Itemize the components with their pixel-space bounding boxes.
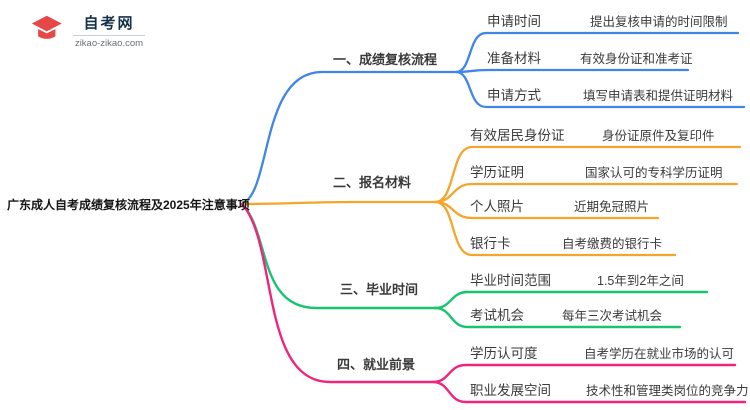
branch-2-child-1: 有效居民身份证 [470, 128, 565, 143]
branch-1-detail-2: 有效身份证和准考证 [580, 52, 693, 66]
branch-2-row-1-line [433, 145, 742, 204]
branch-2-row-4-line [433, 200, 677, 257]
logo-cap-base [36, 27, 57, 41]
branch-4-detail-1: 自考学历在就业市场的认可 [584, 347, 735, 361]
graduation-cap-logo-icon [29, 14, 65, 49]
branch-4-label: 四、就业前景 [337, 357, 416, 372]
site-logo: 自考网 zikao-zikao.com [26, 12, 145, 52]
branch-1-detail-1: 提出复核申请的时间限制 [590, 15, 728, 29]
branch-1-child-3: 申请方式 [487, 88, 541, 103]
site-url: zikao-zikao.com [74, 38, 144, 49]
branch-3-detail-1: 1.5年到2年之间 [597, 274, 684, 288]
branch-1-lines [240, 31, 746, 206]
logo-text: 自考网 zikao-zikao.com [73, 15, 145, 49]
branch-1-connector [240, 70, 458, 206]
branch-4-row-1-line [431, 363, 737, 384]
branch-1-child-1: 申请时间 [487, 14, 541, 29]
branch-1-row-3-line [454, 70, 746, 109]
branch-4-row-2-line [431, 380, 747, 404]
branch-1-row-1-line [454, 31, 740, 74]
branch-4-detail-2: 技术性和管理类岗位的竞争力 [586, 384, 749, 398]
branch-4-connector [240, 202, 435, 384]
branch-3-child-1: 毕业时间范围 [470, 273, 551, 288]
branch-2-detail-3: 近期免冠照片 [574, 200, 650, 214]
branch-1-label: 一、成绩复核流程 [333, 52, 438, 67]
site-name: 自考网 [83, 15, 135, 32]
branch-2-label: 二、报名材料 [333, 175, 412, 190]
branch-2-connector [240, 200, 437, 206]
branch-1-detail-3: 填写申请表和提供证明材料 [583, 89, 734, 103]
branch-3-row-1-line [433, 290, 709, 310]
branch-2-child-3: 个人照片 [470, 199, 524, 214]
branch-4-child-1: 学历认可度 [470, 346, 538, 361]
branch-1-child-2: 准备材料 [487, 51, 541, 66]
branch-3-detail-2: 每年三次考试机会 [562, 309, 663, 323]
branch-2-detail-2: 国家认可的专科学历证明 [585, 166, 723, 180]
logo-cap-board [29, 14, 65, 33]
root-topic: 广东成人自考成绩复核流程及2025年注意事项 [7, 198, 250, 212]
branch-4-lines [240, 202, 747, 404]
branch-2-lines [240, 145, 742, 257]
branch-3-row-2-line [433, 306, 682, 329]
branch-2-detail-1: 身份证原件及复印件 [602, 129, 715, 143]
branch-3-child-2: 考试机会 [470, 308, 524, 323]
logo-divider [73, 35, 145, 36]
branch-1-row-2-line [454, 68, 690, 74]
branch-3-label: 三、毕业时间 [340, 282, 419, 297]
branch-2-child-2: 学历证明 [470, 165, 524, 180]
branch-2-child-4: 银行卡 [470, 236, 511, 251]
branch-2-detail-4: 自考缴费的银行卡 [562, 237, 663, 251]
branch-4-child-2: 职业发展空间 [470, 383, 551, 398]
